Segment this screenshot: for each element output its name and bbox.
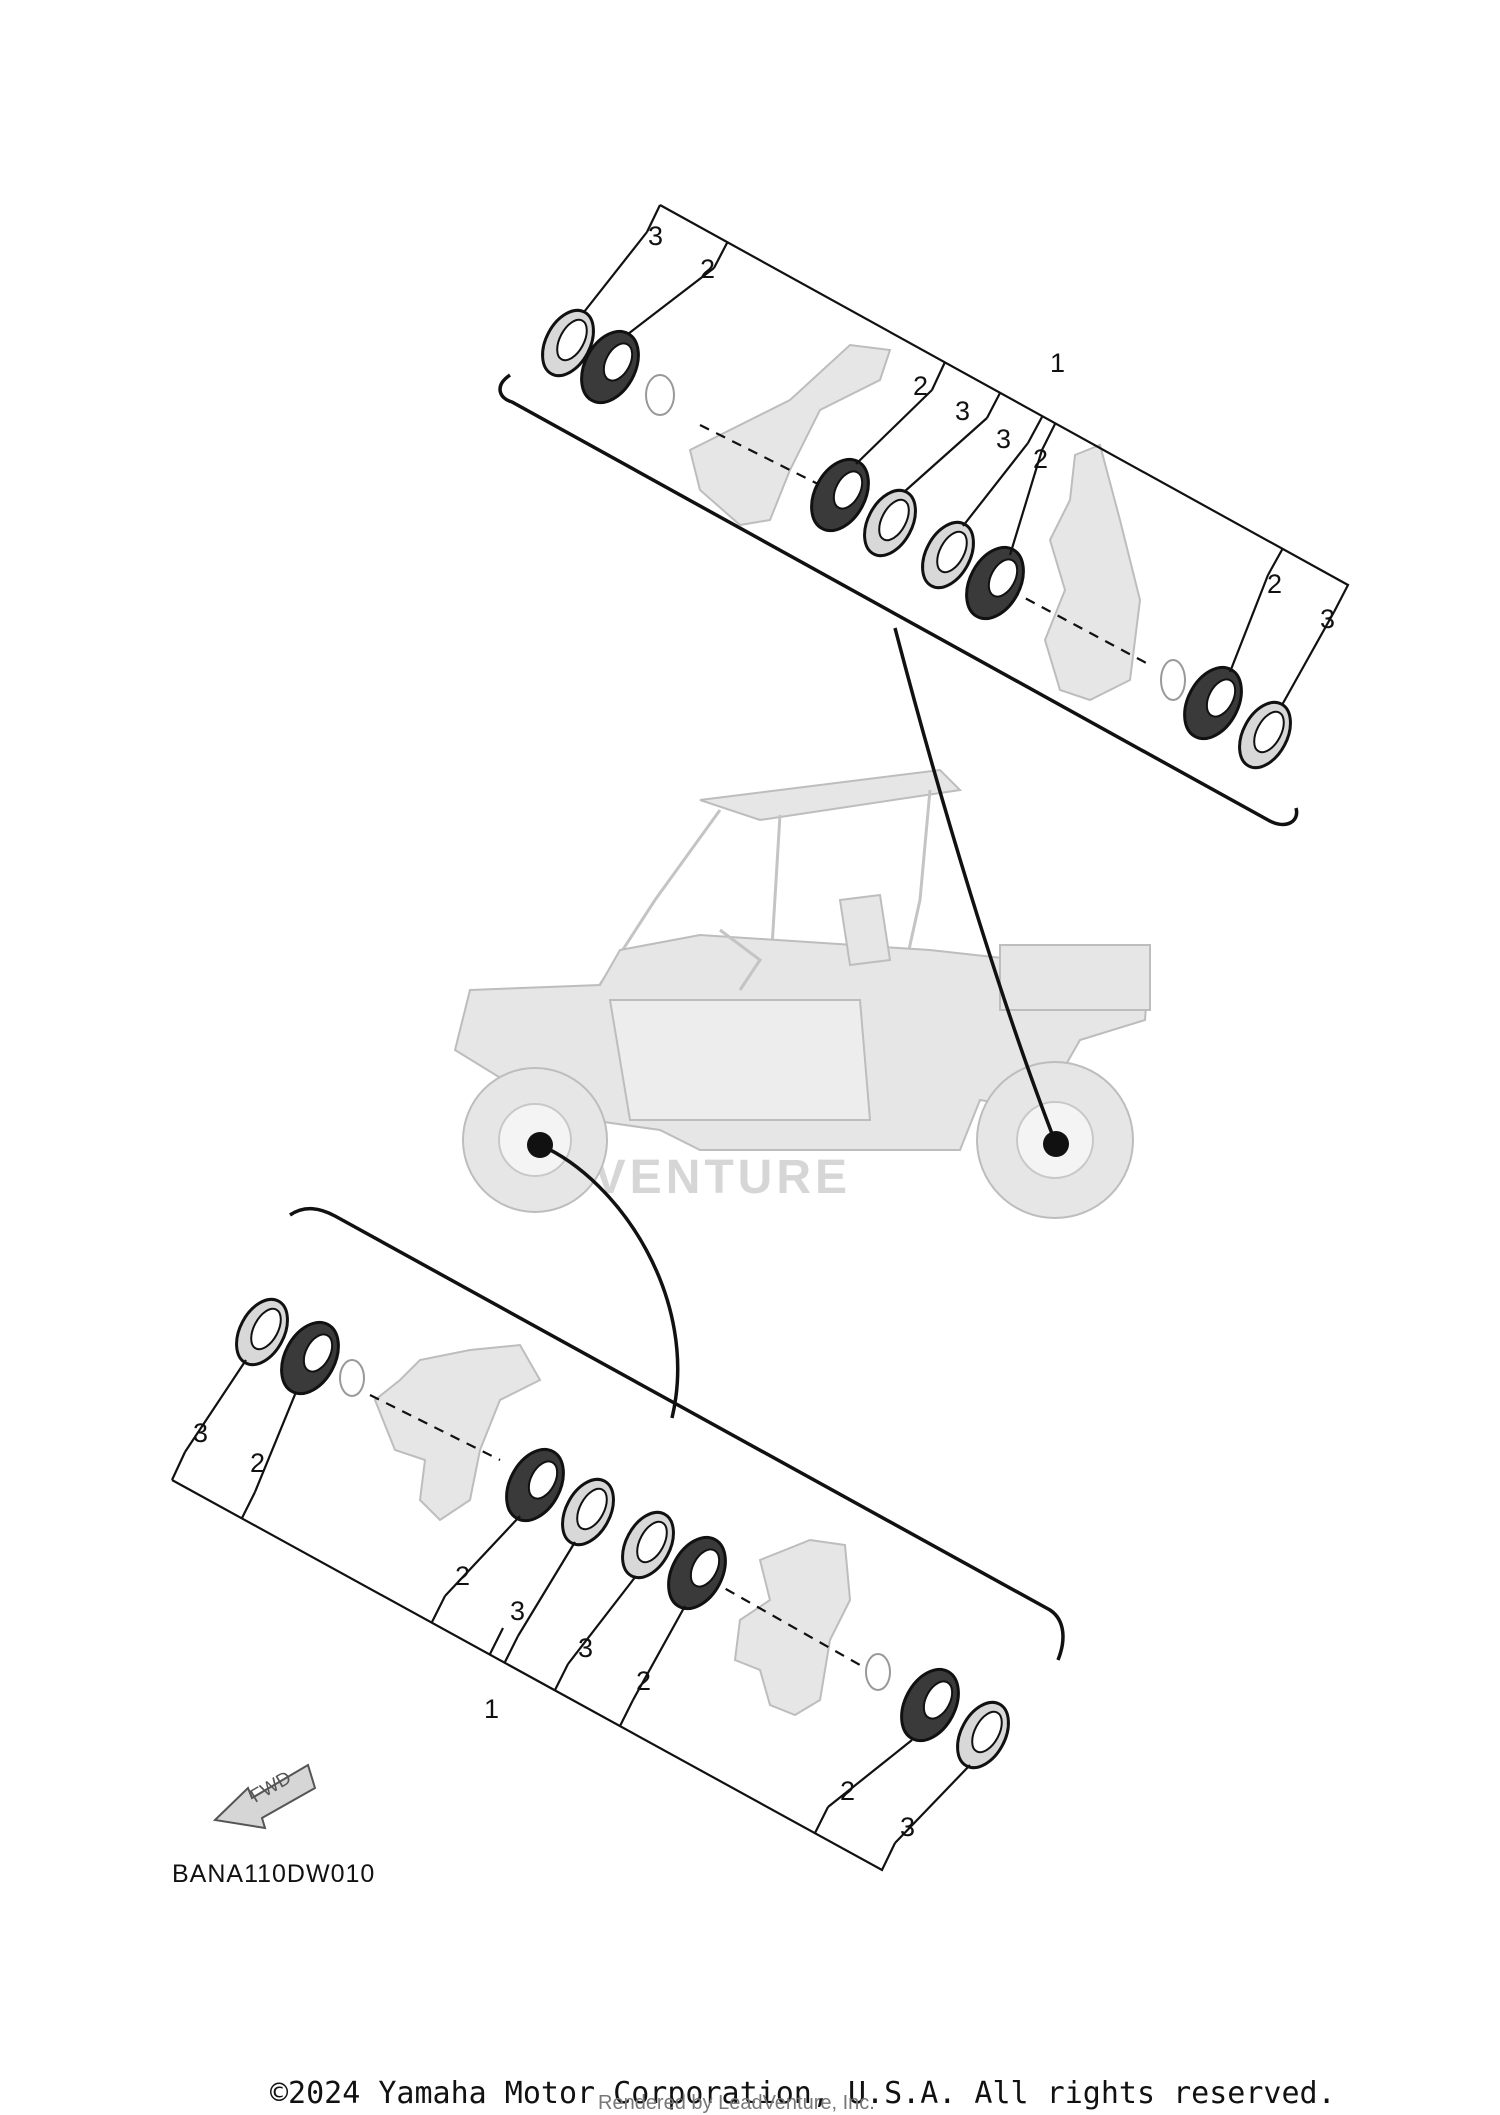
front-seal-left-outer bbox=[235, 1297, 289, 1367]
callout-rear-assembly: 1 bbox=[1050, 348, 1065, 378]
callout-front-seal-left-inner: 3 bbox=[510, 1596, 525, 1626]
rear-hub-group: 3 2 1 2 3 3 2 2 3 bbox=[498, 204, 1350, 827]
forward-direction-arrow: FWD bbox=[212, 1763, 317, 1830]
callout-rear-seal-left-inner: 3 bbox=[955, 396, 970, 426]
callout-front-assembly: 1 bbox=[484, 1694, 499, 1724]
rear-connector-line bbox=[893, 627, 1058, 1145]
callout-rear-bearing-left-outer: 2 bbox=[700, 254, 715, 284]
rear-knuckle-right bbox=[1043, 443, 1142, 702]
copyright-notice: ©2024 Yamaha Motor Corporation, U.S.A. A… bbox=[270, 2076, 1336, 2111]
rear-seal-right-outer bbox=[1238, 700, 1292, 770]
callout-rear-seal-right-inner: 3 bbox=[996, 424, 1011, 454]
front-hub-group: 3 2 2 3 3 1 2 2 3 bbox=[171, 1207, 1065, 1872]
front-connector-line bbox=[539, 1143, 680, 1419]
front-seal-right-outer bbox=[956, 1700, 1010, 1770]
callout-rear-seal-right-outer: 3 bbox=[1320, 604, 1335, 634]
callout-front-bearing-right-inner: 2 bbox=[636, 1666, 651, 1696]
rear-seal-left-inner bbox=[863, 488, 917, 558]
front-group-bracket bbox=[289, 1207, 1065, 1661]
rear-bearing-right-inner bbox=[965, 545, 1025, 621]
rendered-by-credit: Rendered by LeadVenture, Inc. bbox=[598, 2092, 875, 2114]
callout-rear-bearing-left-inner: 2 bbox=[913, 371, 928, 401]
callout-front-bearing-left-inner: 2 bbox=[455, 1561, 470, 1591]
callout-front-bearing-right-outer: 2 bbox=[840, 1776, 855, 1806]
front-bearing-right-inner bbox=[667, 1535, 727, 1611]
front-seal-right-inner bbox=[621, 1510, 675, 1580]
vehicle-illustration bbox=[453, 768, 1152, 1219]
callout-front-bearing-left-outer: 2 bbox=[250, 1448, 265, 1478]
callout-rear-bearing-right-inner: 2 bbox=[1033, 444, 1048, 474]
callout-front-seal-right-outer: 3 bbox=[900, 1812, 915, 1842]
callout-front-seal-left-outer: 3 bbox=[193, 1418, 208, 1448]
front-knuckle-left bbox=[373, 1343, 542, 1522]
front-bearing-right-outer bbox=[900, 1667, 960, 1743]
rear-group-bracket bbox=[498, 373, 1299, 827]
rear-seal-right-inner bbox=[921, 520, 975, 590]
front-seal-left-inner bbox=[561, 1477, 615, 1547]
callout-rear-seal-left-outer: 3 bbox=[648, 221, 663, 251]
front-bearing-left-outer bbox=[280, 1320, 340, 1396]
callout-rear-bearing-right-outer: 2 bbox=[1267, 569, 1282, 599]
rear-knuckle-left bbox=[688, 343, 892, 527]
diagram-code: BANA110DW010 bbox=[172, 1860, 376, 1888]
callout-front-seal-right-inner: 3 bbox=[578, 1633, 593, 1663]
